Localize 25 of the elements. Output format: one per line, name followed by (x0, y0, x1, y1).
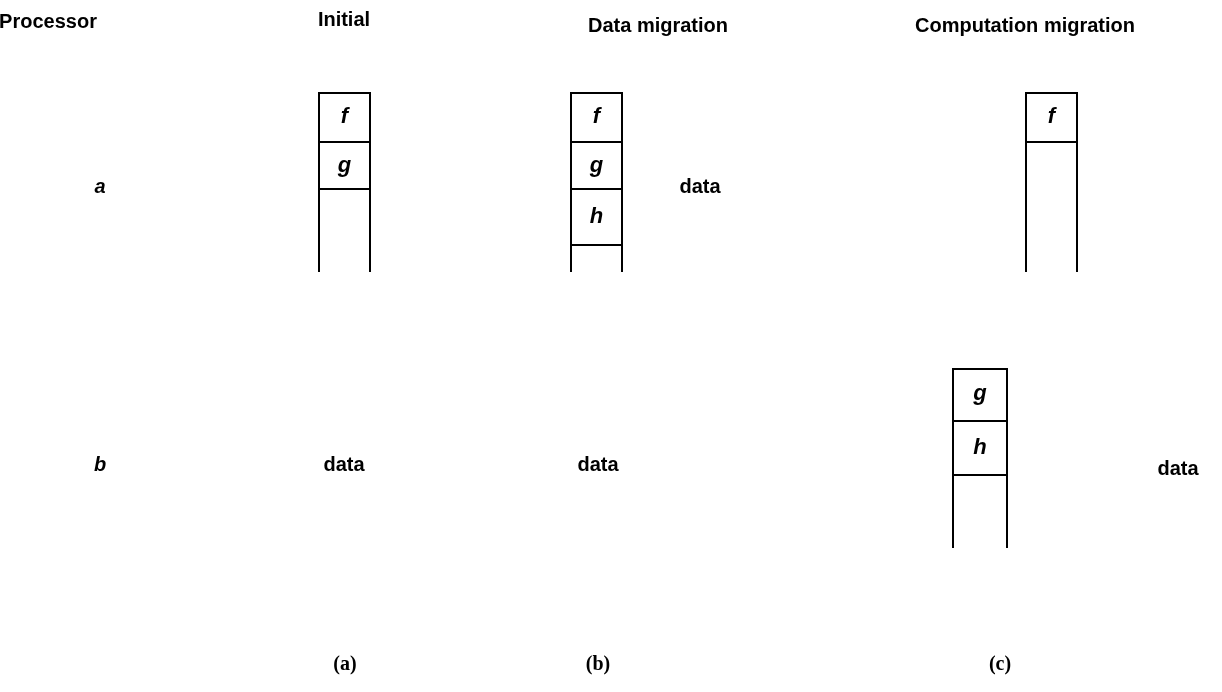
row-label: b (93, 453, 107, 476)
panel-label: (b) (585, 652, 611, 675)
call-stack (952, 368, 1008, 548)
row-label: a (94, 175, 106, 198)
column-heading: Processor (0, 10, 97, 33)
stack-frame: f (572, 92, 621, 143)
stack-frame: g (954, 368, 1006, 422)
stack-frame: f (1027, 92, 1076, 143)
stack-frame: g (320, 143, 369, 190)
data-label: data (1157, 457, 1199, 480)
data-label: data (323, 453, 365, 476)
column-heading: Computation migration (915, 14, 1135, 37)
call-stack (318, 92, 371, 272)
call-stack (1025, 92, 1078, 272)
data-label: data (679, 175, 721, 198)
stack-frame: f (320, 92, 369, 143)
call-stack (570, 92, 623, 272)
column-heading: Data migration (588, 14, 728, 37)
stack-frame: h (954, 422, 1006, 476)
column-heading: Initial (317, 8, 371, 31)
stack-frame: g (572, 143, 621, 190)
stack-frame: h (572, 190, 621, 246)
data-label: data (577, 453, 619, 476)
panel-label: (c) (988, 652, 1012, 675)
panel-label: (a) (333, 652, 357, 675)
